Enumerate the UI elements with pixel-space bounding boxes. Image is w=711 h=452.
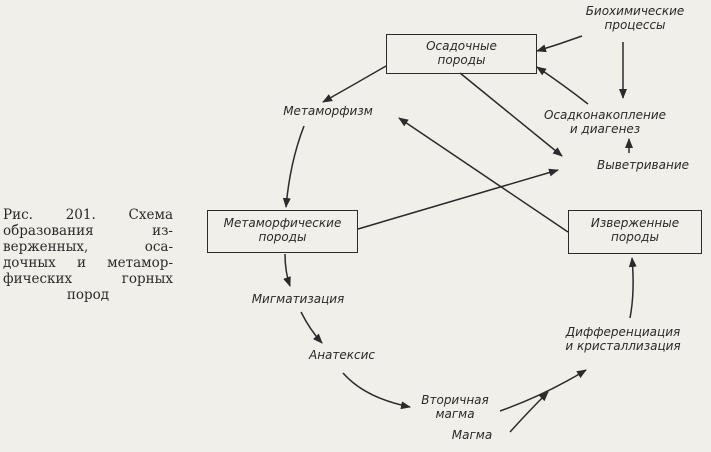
- caption-line: дочных и метамор-: [3, 255, 173, 271]
- arrow-sedimentary-to-metamorphism: [322, 65, 387, 103]
- caption-line: верженных, оса-: [3, 239, 173, 255]
- label-differentiation-crystallization: Дифференциация и кристаллизация: [565, 325, 681, 353]
- arrow-sedimentary-to-weathering: [459, 72, 563, 157]
- label-weathering: Выветривание: [596, 158, 690, 172]
- arrow-metamorphic-to-migmatization: [283, 253, 291, 287]
- box-sedimentary-rocks: [386, 34, 537, 74]
- arrow-sedimentation-to-sedimentary: [536, 66, 589, 105]
- label-biochemical-processes: Биохимические процессы: [585, 4, 685, 32]
- figure-caption: Рис. 201. Схема образования из- верженны…: [3, 207, 173, 303]
- label-metamorphic-rocks: Метаморфические породы: [223, 216, 342, 244]
- box-metamorphic-rocks: [207, 210, 358, 253]
- caption-line: образования из-: [3, 223, 173, 239]
- label-magma: Магма: [451, 428, 493, 442]
- label-metamorphism: Метаморфизм: [283, 104, 373, 118]
- arrow-differentiation-to-igneous: [628, 257, 637, 319]
- arrow-igneous-to-metamorphism: [398, 117, 569, 233]
- arrow-biochemical-to-sedimentary: [536, 35, 583, 53]
- arrow-secondary-magma-to-differentiation: [499, 369, 587, 412]
- arrow-magma-to-differentiation: [509, 391, 549, 433]
- label-migmatization: Мигматизация: [251, 292, 345, 306]
- arrow-migmatization-to-anatexis: [300, 311, 323, 344]
- label-anatexis: Анатексис: [308, 348, 376, 362]
- arrow-metamorphism-to-metamorphic: [282, 125, 305, 208]
- label-sedimentation-diagenesis: Осадконакопление и диагенез: [544, 108, 666, 136]
- arrow-metamorphic-to-weathering: [357, 168, 559, 230]
- caption-line: фических горных: [3, 271, 173, 287]
- caption-line: пород: [66, 287, 110, 303]
- label-sedimentary-rocks: Осадочные породы: [426, 39, 497, 67]
- label-igneous-rocks: Изверженные породы: [590, 216, 680, 244]
- label-secondary-magma: Вторичная магма: [421, 393, 489, 421]
- caption-line: Рис. 201. Схема: [3, 207, 173, 223]
- arrow-anatexis-to-secondary-magma: [342, 372, 411, 410]
- box-igneous-rocks: [568, 210, 702, 254]
